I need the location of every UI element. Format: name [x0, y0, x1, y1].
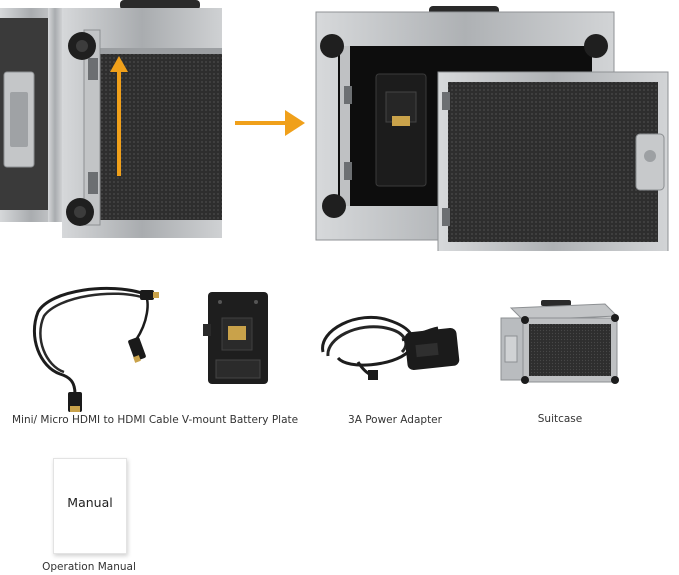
suitcase-icon: [500, 300, 619, 384]
case-open-photo: [315, 6, 669, 251]
hdmi-cable-caption: Mini/ Micro HDMI to HDMI Cable: [12, 414, 179, 426]
power-adapter-caption: 3A Power Adapter: [348, 414, 442, 426]
suitcase-caption: Suitcase: [537, 413, 583, 425]
manual-caption: Operation Manual: [42, 561, 136, 573]
power-adapter-icon: [321, 315, 460, 380]
battery-plate-caption: V-mount Battery Plate: [181, 414, 299, 426]
manual-icon: Manual: [53, 458, 127, 554]
right-arrow-icon: [235, 110, 305, 136]
manual-card-text: Manual: [67, 495, 113, 510]
slide-up-arrow-icon: [110, 56, 128, 176]
hdmi-cable-icon: [32, 286, 159, 412]
battery-plate-icon: [203, 292, 268, 384]
